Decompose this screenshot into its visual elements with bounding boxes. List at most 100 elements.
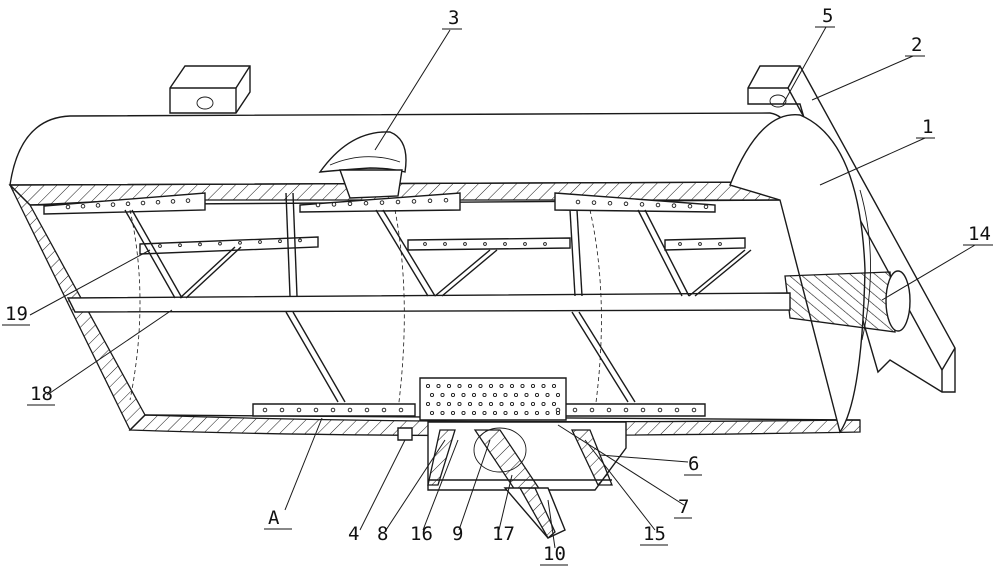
middle-shelves (139, 236, 746, 255)
perforation-hole (674, 407, 680, 413)
perforation-hole (482, 392, 487, 398)
perforation-hole (218, 241, 222, 246)
callout-6: 6 (688, 453, 699, 475)
perforation-hole (65, 204, 71, 210)
callout-4: 4 (348, 523, 359, 545)
perforation-hole (425, 401, 431, 407)
perforation-hole (278, 239, 282, 244)
perforation-hole (623, 201, 629, 207)
perforation-hole (429, 392, 435, 398)
callout-14: 15 (643, 523, 666, 545)
perforation-hole (499, 383, 504, 389)
perforation-hole (471, 392, 477, 398)
perforation-hole (330, 407, 336, 413)
perforation-hole (483, 242, 487, 246)
perforation-hole (279, 407, 285, 413)
perforation-hole (703, 204, 709, 210)
perforation-hole (545, 410, 550, 416)
perforation-hole (457, 383, 462, 389)
perforation-hole (503, 392, 508, 398)
perforation-hole (640, 407, 646, 413)
callout-19: A (268, 507, 280, 529)
perforation-hole (691, 407, 697, 413)
perforation-hole (467, 383, 473, 389)
perforation-hole (379, 200, 385, 205)
stirring-arms (124, 192, 752, 403)
perforation-hole (718, 242, 722, 246)
perforation-hole (572, 407, 578, 413)
callout-17: 18 (30, 383, 53, 405)
drum-sections (129, 209, 602, 411)
perforation-hole (436, 383, 441, 389)
callout-7: 8 (377, 523, 388, 545)
perforation-hole (446, 383, 452, 389)
perforation-hole (530, 401, 536, 407)
perforation-hole (155, 199, 161, 205)
perforation-hole (513, 410, 519, 416)
perforation-hole (461, 410, 466, 416)
perforation-hole (499, 401, 504, 407)
perforation-hole (520, 383, 525, 389)
callout-A: 17 (492, 523, 515, 545)
perforation-hole (296, 407, 302, 413)
perforation-hole (347, 407, 353, 413)
perforation-hole (411, 199, 417, 204)
perforation-hole (313, 407, 319, 413)
leader-lines (29, 26, 976, 549)
perforation-hole (363, 200, 369, 206)
perforation-hole (443, 197, 449, 203)
perforation-hole (158, 244, 162, 248)
perforation-hole (443, 242, 447, 246)
perforation-hole (238, 240, 242, 245)
perforation-hole (446, 401, 452, 407)
perforation-hole (551, 383, 557, 389)
screen-plate (419, 377, 567, 421)
perforation-hole (657, 407, 663, 413)
perforation-hole (463, 242, 467, 246)
perforation-hole (262, 407, 268, 413)
perforation-hole (80, 203, 86, 209)
perforation-hole (524, 392, 529, 398)
perforation-hole (398, 407, 404, 413)
perforation-hole (488, 383, 494, 389)
perforation-hole (524, 410, 529, 416)
perforation-hole (513, 392, 519, 398)
perforation-hole (482, 410, 487, 416)
perforation-hole (258, 240, 262, 244)
perforation-hole (698, 242, 702, 246)
perforation-hole (140, 200, 146, 206)
perforation-hole (492, 410, 498, 416)
perforation-hole (520, 401, 525, 407)
perforation-hole (170, 199, 176, 204)
perforation-hole (591, 200, 597, 205)
perforation-hole (639, 202, 645, 207)
perforation-hole (178, 243, 182, 248)
perforation-hole (509, 401, 515, 407)
callout-labels: 3 5 2 1 14 19 18 A 4 8 16 9 17 10 15 6 7 (2, 5, 993, 566)
perforation-hole (478, 383, 483, 389)
callout-10: 10 (543, 543, 566, 565)
callout-3: 3 (448, 7, 459, 29)
perforation-hole (315, 202, 321, 208)
feed-inlet (318, 131, 407, 199)
callout-9: 9 (452, 523, 463, 545)
perforation-hole (331, 202, 337, 207)
perforation-hole (607, 200, 613, 206)
perforation-hole (425, 383, 431, 389)
perforation-hole (687, 203, 693, 209)
perforation-hole (534, 392, 540, 398)
perforation-hole (457, 401, 462, 407)
perforation-hole (575, 199, 581, 205)
perforation-hole (545, 392, 550, 398)
perforation-hole (555, 410, 561, 416)
perforation-hole (198, 242, 202, 247)
perforation-hole (534, 410, 540, 416)
perforation-hole (110, 202, 116, 207)
perforation-hole (488, 401, 494, 407)
perforation-hole (450, 410, 456, 416)
perforation-hole (655, 202, 661, 208)
perforation-hole (461, 392, 466, 398)
perforation-hole (523, 242, 527, 246)
perforation-hole (589, 407, 595, 413)
